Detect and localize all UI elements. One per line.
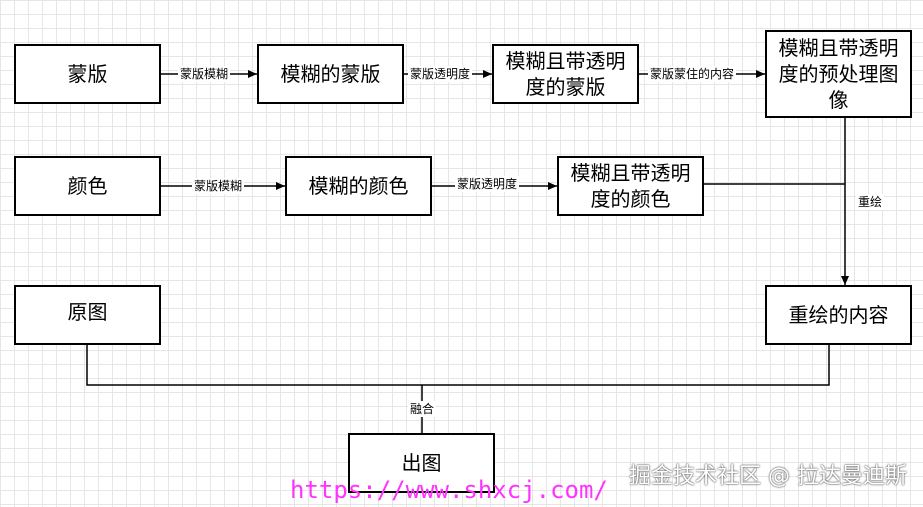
node-blurred-transparent-mask-label: 模糊且带透明度的蒙版 [505,49,626,99]
edge-label-mask-opacity-1: 蒙版透明度 [408,66,473,82]
node-blurred-mask: 模糊的蒙版 [257,44,404,104]
edge-label-fuse: 融合 [408,401,437,417]
watermark-text: 掘金技术社区 @ 拉达曼迪斯 [629,464,907,489]
node-preprocessed-image: 模糊且带透明度的预处理图像 [765,30,912,118]
edge-label-mask-cover: 蒙版蒙住的内容 [648,66,737,82]
edge-original-to-output [86,344,422,386]
node-original-image: 原图 [14,285,161,345]
node-mask: 蒙版 [14,44,161,104]
edge-label-redraw: 重绘 [856,194,885,210]
node-output-image: 出图 [348,433,495,493]
node-preprocessed-image-label: 模糊且带透明度的预处理图像 [778,36,899,112]
edge-label-mask-opacity-2: 蒙版透明度 [455,176,520,192]
edge-label-mask-blur-1: 蒙版模糊 [178,66,231,82]
node-blurred-transparent-mask: 模糊且带透明度的蒙版 [492,44,639,104]
edge-redrawn-to-output [422,344,830,386]
node-redrawn-content: 重绘的内容 [765,285,912,345]
node-blurred-transparent-color-label: 模糊且带透明度的颜色 [570,161,691,211]
node-blurred-color: 模糊的颜色 [285,156,432,216]
node-blurred-transparent-color: 模糊且带透明度的颜色 [557,156,704,216]
node-color: 颜色 [14,156,161,216]
url-watermark: https://www.shxcj.com/ [290,476,608,504]
edge-label-mask-blur-2: 蒙版模糊 [192,178,245,194]
